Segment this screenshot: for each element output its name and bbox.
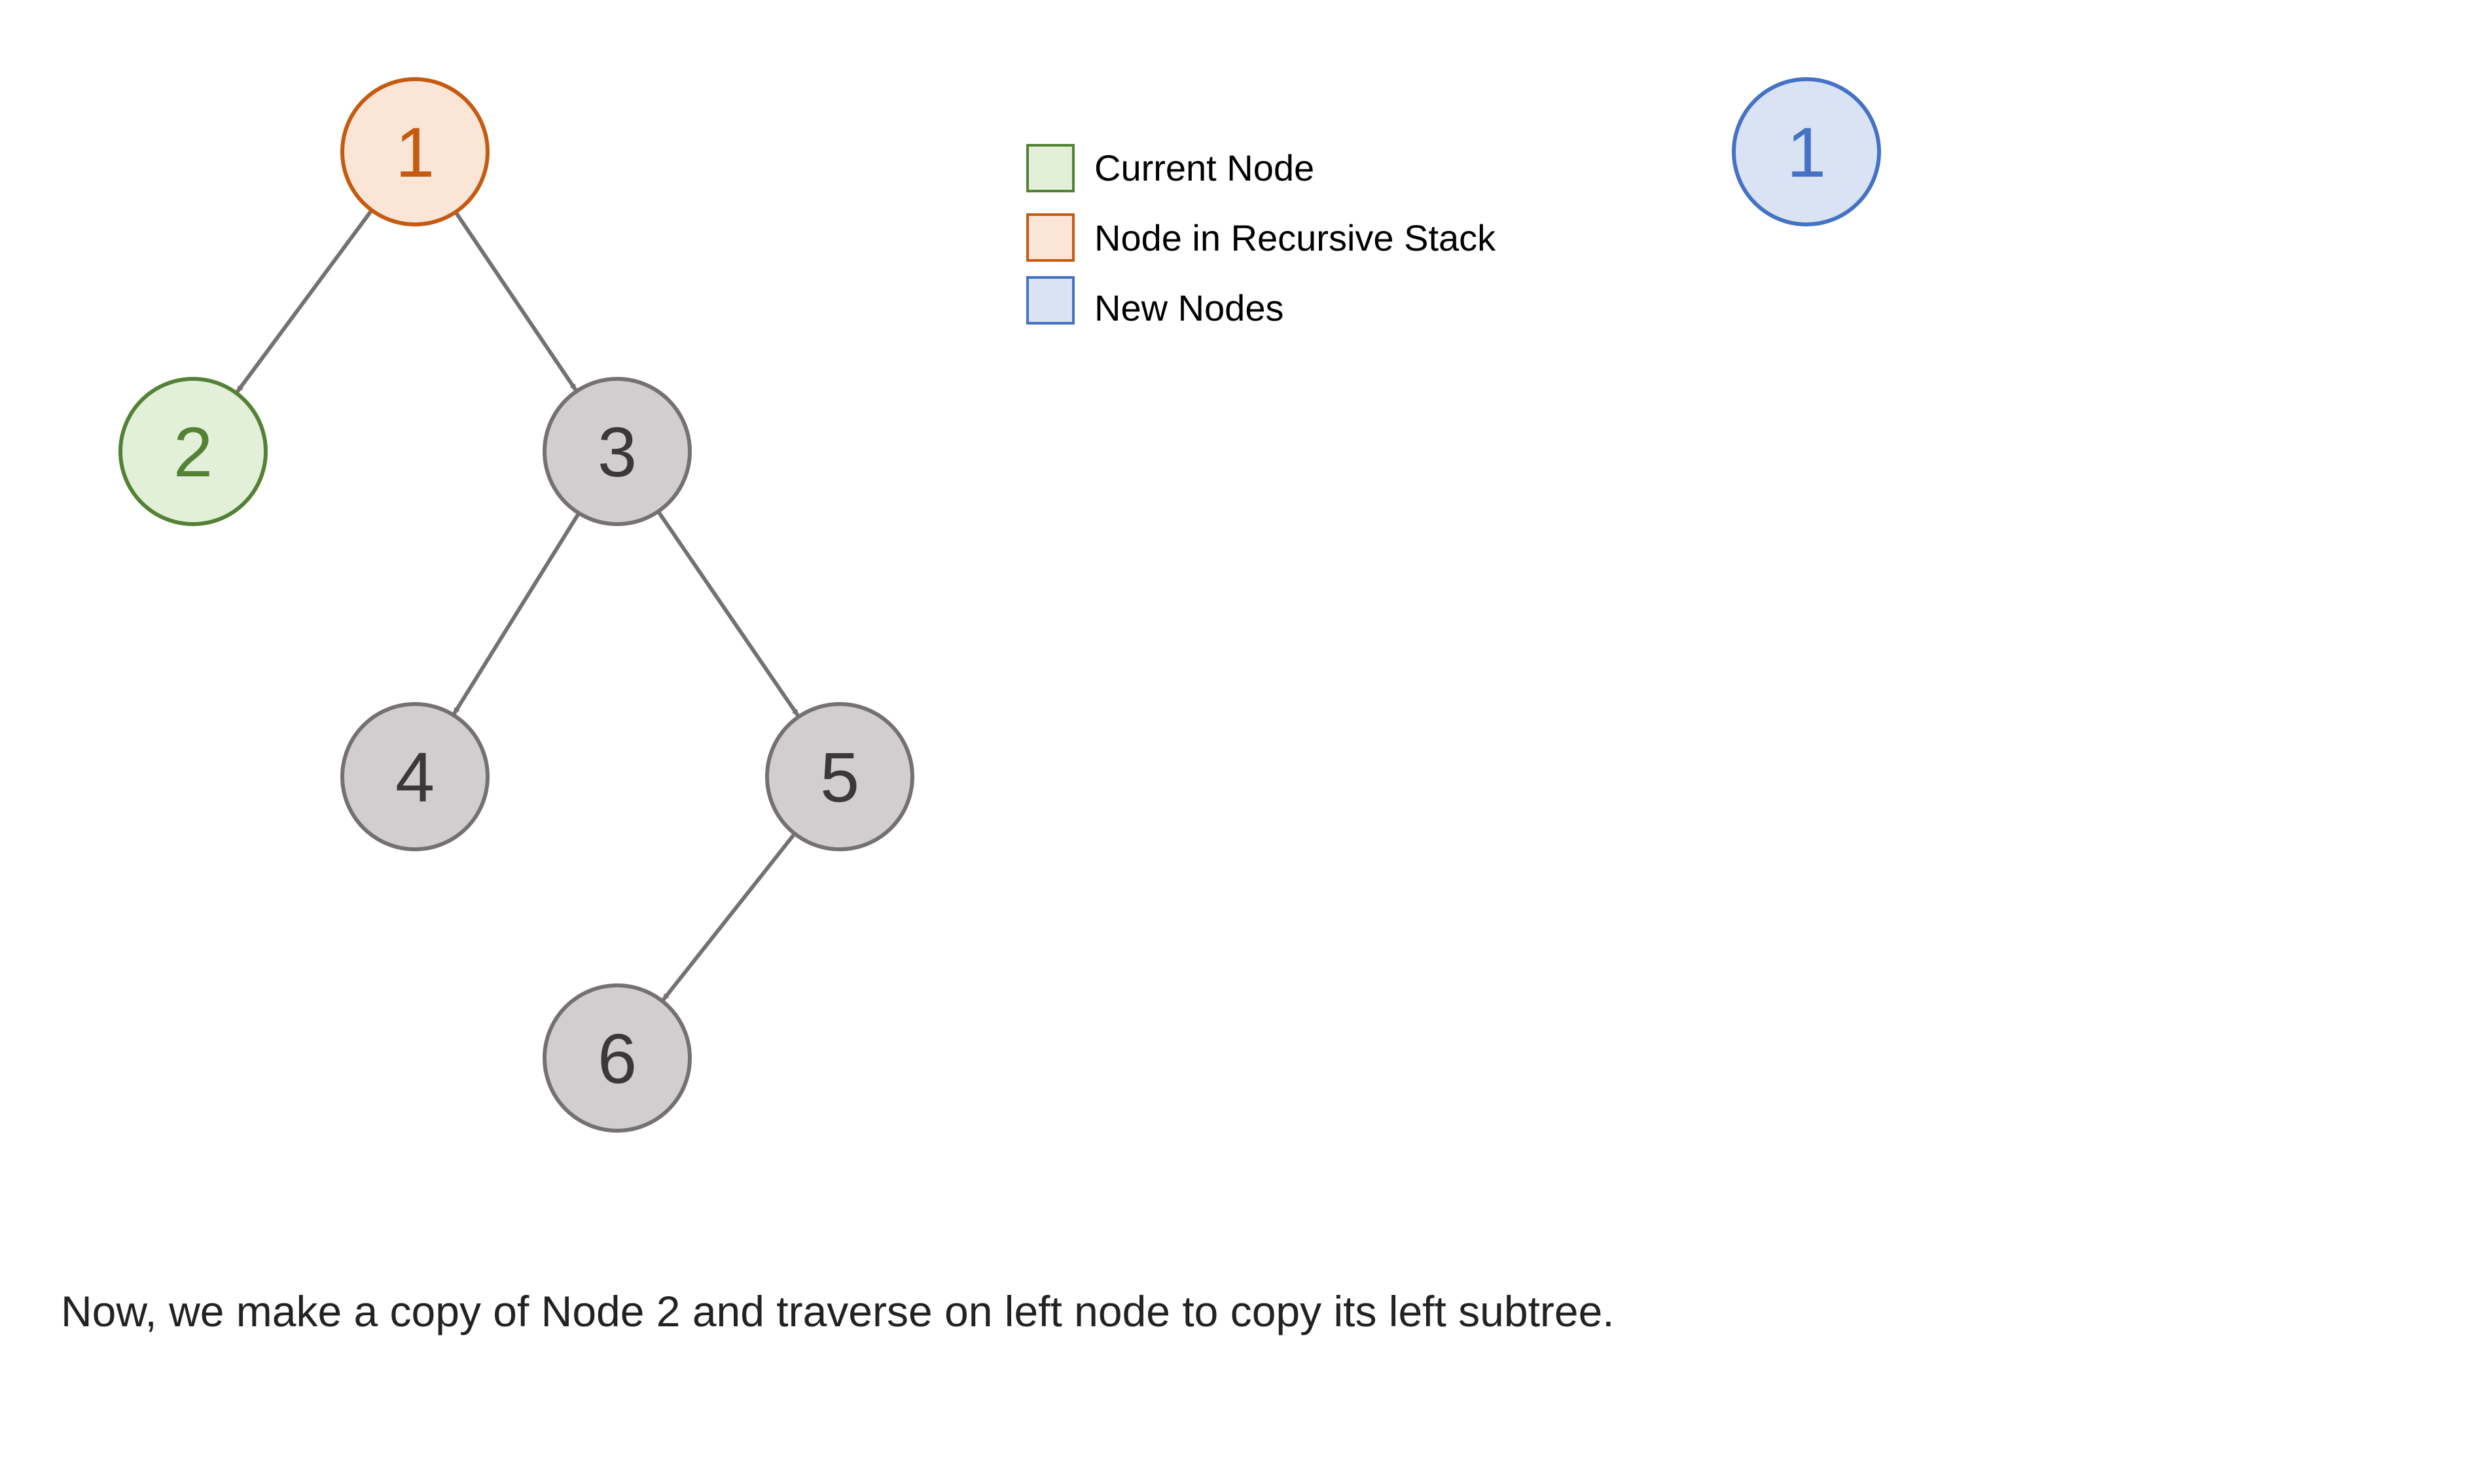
legend-swatch-stack [1026,213,1075,262]
tree-node-5: 5 [765,702,914,851]
edge-3-5 [656,510,800,717]
tree-node-5-label: 5 [820,737,859,817]
legend-label-current: Current Node [1094,147,1314,188]
tree-node-6-label: 6 [598,1019,637,1098]
tree-node-1-circle [340,77,490,226]
tree-node-2-label: 2 [173,412,213,491]
tree-node-5-circle [765,702,914,851]
tree-node-3-circle [543,377,692,526]
tree-node-6-circle [543,983,692,1133]
legend-item-current: Current Node [1026,144,1314,192]
new-tree-node-1: 1 [1732,77,1881,226]
edge-1-2 [235,209,374,393]
tree-node-1: 1 [340,77,490,226]
tree-node-2: 2 [118,377,268,526]
nodes-layer: 1 2 3 4 5 6 [118,77,914,1133]
tree-node-1-label: 1 [395,113,435,192]
tree-node-3-label: 3 [598,412,637,491]
legend-item-stack: Node in Recursive Stack [1026,213,1496,262]
new-tree-node-1-label: 1 [1787,113,1826,192]
tree-node-3: 3 [543,377,692,526]
edge-5-6 [661,832,797,1002]
legend-swatch-new [1026,276,1075,325]
tree-node-6: 6 [543,983,692,1133]
edge-1-3 [454,211,578,392]
new-tree-node-1-circle [1732,77,1881,226]
edge-3-4 [452,512,581,715]
tree-node-4-circle [340,702,490,851]
legend-item-new: New Nodes [1026,276,1283,328]
legend-swatch-current [1026,144,1075,192]
tree-node-4: 4 [340,702,490,851]
legend-label-new: New Nodes [1094,287,1283,328]
legend: Current Node Node in Recursive Stack New… [1026,144,1496,328]
tree-node-2-circle [118,377,268,526]
tree-node-4-label: 4 [395,737,435,817]
edges-layer [235,209,800,1002]
legend-label-stack: Node in Recursive Stack [1094,217,1496,258]
new-nodes-layer: 1 [1732,77,1881,226]
caption-text: Now, we make a copy of Node 2 and traver… [61,1287,1615,1335]
